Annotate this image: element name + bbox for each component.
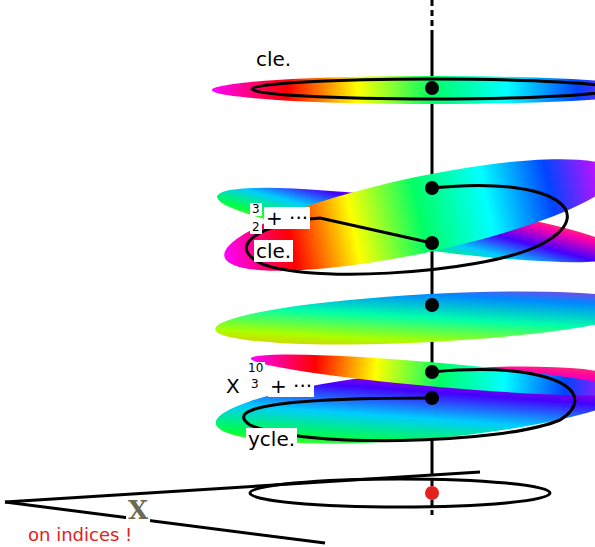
formula-label: cle. bbox=[254, 240, 293, 262]
formula-label: X bbox=[224, 375, 242, 397]
formula-label: + ··· bbox=[264, 207, 310, 229]
formula-label: 2 bbox=[250, 221, 262, 234]
formula-label: cle. bbox=[254, 48, 293, 70]
formula-label: 3 bbox=[249, 378, 261, 391]
formula-label: 3 bbox=[250, 203, 262, 216]
formula-label: ycle. bbox=[246, 428, 297, 450]
formula-label: + ··· bbox=[268, 375, 314, 397]
formula-label: 10 bbox=[246, 362, 265, 375]
formula-label: on indices ! bbox=[26, 525, 134, 545]
formula-label: X bbox=[126, 496, 150, 525]
